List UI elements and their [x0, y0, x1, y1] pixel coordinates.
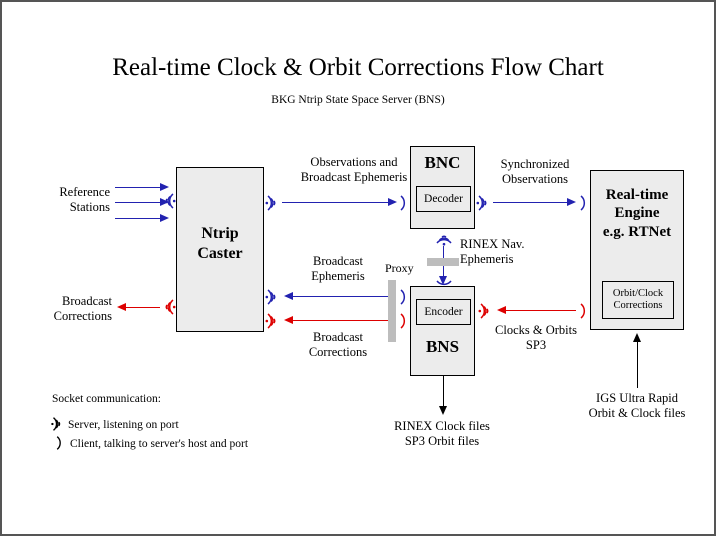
- label-broadcast-corrections-mid: Broadcast Corrections: [308, 330, 368, 360]
- label-igs-ultra-rapid: IGS Ultra Rapid Orbit & Clock files: [588, 391, 686, 421]
- realtime-engine-label: Real-time Engine e.g. RTNet: [602, 187, 672, 240]
- label-clocks-orbits-sp3: Clocks & Orbits SP3: [495, 323, 577, 353]
- arrow-ref-station-3: [115, 218, 162, 219]
- ntrip-caster-label: Ntrip Caster: [197, 225, 243, 262]
- label-rinex-clock-sp3-files: RINEX Clock files SP3 Orbit files: [394, 419, 490, 449]
- arrow-broadcast-ephemeris: [293, 296, 396, 297]
- label-observations-broadcast-ephemeris: Observations and Broadcast Ephemeris: [300, 155, 408, 185]
- socket-server-right-icon-5: [478, 301, 494, 325]
- arrow-ref-station-2: [115, 202, 162, 203]
- arrowhead-broadcast-corrections-mid: [284, 316, 293, 324]
- proxy-bar-vertical: [388, 280, 396, 342]
- arrowhead-synchronized-observations: [567, 198, 576, 206]
- arrow-bns-output-files: [443, 376, 444, 408]
- bns-encoder-box[interactable]: Encoder: [416, 299, 471, 325]
- arrowhead-ref-station-1: [160, 183, 169, 191]
- arrowhead-ref-station-3: [160, 214, 169, 222]
- arrow-ref-station-1: [115, 187, 162, 188]
- page-title: Real-time Clock & Orbit Corrections Flow…: [112, 54, 604, 81]
- arrow-broadcast-corrections-out: [126, 307, 160, 308]
- label-broadcast-ephemeris: Broadcast Ephemeris: [311, 254, 365, 284]
- socket-server-right-icon-3: [265, 287, 281, 311]
- arrow-clocks-orbits: [506, 310, 576, 311]
- arrowhead-bns-output-files: [439, 406, 447, 415]
- arrow-synchronized-observations: [493, 202, 569, 203]
- legend-client-icon: [54, 434, 64, 457]
- socket-server-right-icon: [265, 193, 281, 217]
- label-proxy: Proxy: [385, 261, 414, 275]
- bns-label: BNS: [425, 337, 460, 356]
- arrowhead-broadcast-ephemeris: [284, 292, 293, 300]
- realtime-engine-box[interactable]: Real-time Engine e.g. RTNet Orbit/Clock …: [590, 170, 684, 330]
- label-broadcast-corrections-left: Broadcast Corrections: [53, 294, 112, 324]
- socket-server-right-icon-4: [265, 311, 281, 335]
- arrow-igs-ultra-rapid: [637, 342, 638, 388]
- arrowhead-rinex-nav-ephemeris: [439, 276, 447, 285]
- socket-server-left-icon: [160, 191, 176, 215]
- arrow-broadcast-corrections-mid: [293, 320, 396, 321]
- page-subtitle: BKG Ntrip State Space Server (BNS): [271, 94, 445, 106]
- label-synchronized-observations: Synchronized Observations: [500, 157, 570, 187]
- bnc-label: BNC: [424, 153, 461, 172]
- socket-client-right-icon-3: [398, 287, 408, 311]
- arrowhead-clocks-orbits: [497, 306, 506, 314]
- bnc-decoder-box[interactable]: Decoder: [416, 186, 471, 212]
- label-reference-stations: Reference Stations: [59, 185, 110, 215]
- legend-server-text: Server, listening on port: [68, 419, 179, 431]
- proxy-bar-horizontal: [427, 258, 459, 266]
- arrowhead-igs-ultra-rapid: [633, 333, 641, 342]
- bnc-box[interactable]: BNC Decoder: [410, 146, 475, 229]
- legend-heading: Socket communication:: [52, 393, 161, 405]
- socket-client-right-icon-2: [578, 193, 588, 217]
- orbit-clock-corrections-box[interactable]: Orbit/Clock Corrections: [602, 281, 674, 319]
- legend-client-text: Client, talking to server's host and por…: [70, 438, 249, 450]
- legend-server-icon: [50, 415, 66, 438]
- socket-server-down-icon: [434, 230, 454, 250]
- arrowhead-broadcast-corrections-out: [117, 303, 126, 311]
- socket-server-left-icon-2: [160, 297, 176, 321]
- arrow-observations: [282, 202, 390, 203]
- socket-client-right-icon-4: [398, 311, 408, 335]
- arrowhead-observations: [388, 198, 397, 206]
- arrowhead-ref-station-2: [160, 198, 169, 206]
- socket-client-right-icon-5: [578, 301, 588, 325]
- bns-box[interactable]: Encoder BNS: [410, 286, 475, 376]
- label-rinex-nav-ephemeris: RINEX Nav. Ephemeris: [460, 237, 525, 267]
- socket-server-right-icon-2: [476, 193, 492, 217]
- ntrip-caster-box[interactable]: Ntrip Caster: [176, 167, 264, 332]
- socket-client-down-icon: [434, 276, 454, 292]
- socket-client-right-icon: [398, 193, 408, 217]
